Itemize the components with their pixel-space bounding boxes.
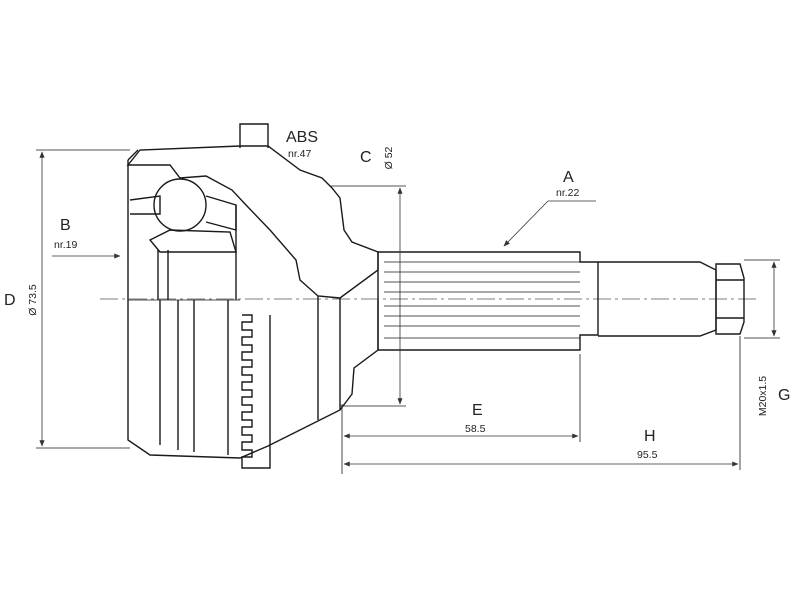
label-e-value: 58.5 <box>465 423 486 435</box>
leader-a-arrow <box>503 200 549 247</box>
label-g-letter: G <box>778 387 790 404</box>
label-e-letter: E <box>472 402 483 419</box>
label-d-letter: D <box>4 292 16 309</box>
label-c-value: Ø 52 <box>383 146 395 169</box>
housing-hatched-section <box>126 145 379 299</box>
spline-lines <box>384 261 580 339</box>
housing-outline <box>127 149 379 459</box>
label-c-letter: C <box>360 149 372 166</box>
splined-shaft <box>377 251 599 351</box>
abs-tab <box>239 123 269 148</box>
nut <box>715 263 745 335</box>
label-d-value: Ø 73.5 <box>27 284 39 316</box>
label-g-value: M20x1.5 <box>757 376 769 416</box>
label-h-value: 95.5 <box>637 449 658 461</box>
label-b-letter: B <box>60 217 71 234</box>
label-abs-value: nr.47 <box>288 148 312 160</box>
label-a-value: nr.22 <box>556 187 580 199</box>
abs-ring-teeth <box>241 314 271 469</box>
ball <box>153 178 207 232</box>
cage <box>129 195 237 231</box>
label-h-letter: H <box>644 428 656 445</box>
label-b-value: nr.19 <box>54 239 78 251</box>
label-abs-letter: ABS <box>286 129 318 146</box>
label-a-letter: A <box>563 169 574 186</box>
inner-race <box>148 229 237 253</box>
